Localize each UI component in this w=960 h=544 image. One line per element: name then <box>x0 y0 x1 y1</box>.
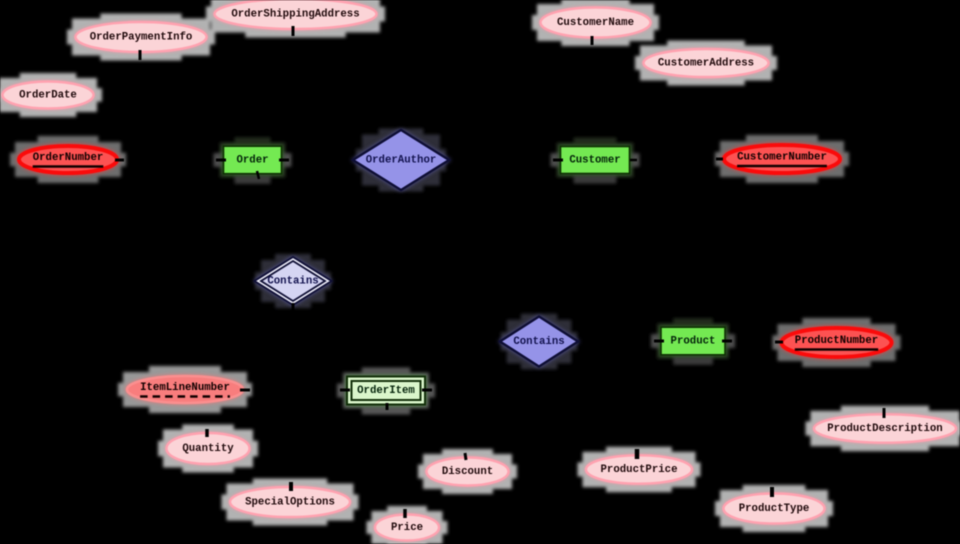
svg-text:OrderDate: OrderDate <box>19 90 77 102</box>
svg-text:ProductNumber: ProductNumber <box>795 335 878 347</box>
svg-text:ItemLineNumber: ItemLineNumber <box>140 382 230 394</box>
svg-text:Product: Product <box>671 336 716 348</box>
svg-text:CustomerName: CustomerName <box>557 17 634 29</box>
svg-text:Price: Price <box>391 522 423 534</box>
svg-text:Contains: Contains <box>513 336 564 348</box>
svg-text:CustomerAddress: CustomerAddress <box>658 58 754 70</box>
svg-text:OrderItem: OrderItem <box>357 385 415 397</box>
svg-text:Quantity: Quantity <box>182 443 234 455</box>
svg-text:CustomerNumber: CustomerNumber <box>737 152 827 164</box>
svg-text:ProductType: ProductType <box>739 503 810 515</box>
svg-text:Discount: Discount <box>442 466 493 478</box>
svg-text:ProductPrice: ProductPrice <box>601 464 678 476</box>
svg-text:Contains: Contains <box>267 276 318 288</box>
svg-text:OrderAuthor: OrderAuthor <box>366 155 437 167</box>
svg-text:ProductDescription: ProductDescription <box>827 423 942 435</box>
svg-text:Order: Order <box>236 155 268 167</box>
svg-text:OrderNumber: OrderNumber <box>33 152 104 164</box>
svg-text:SpecialOptions: SpecialOptions <box>245 497 335 509</box>
svg-text:OrderPaymentInfo: OrderPaymentInfo <box>90 32 193 44</box>
svg-text:OrderShippingAddress: OrderShippingAddress <box>231 9 359 21</box>
svg-text:Customer: Customer <box>569 155 620 167</box>
